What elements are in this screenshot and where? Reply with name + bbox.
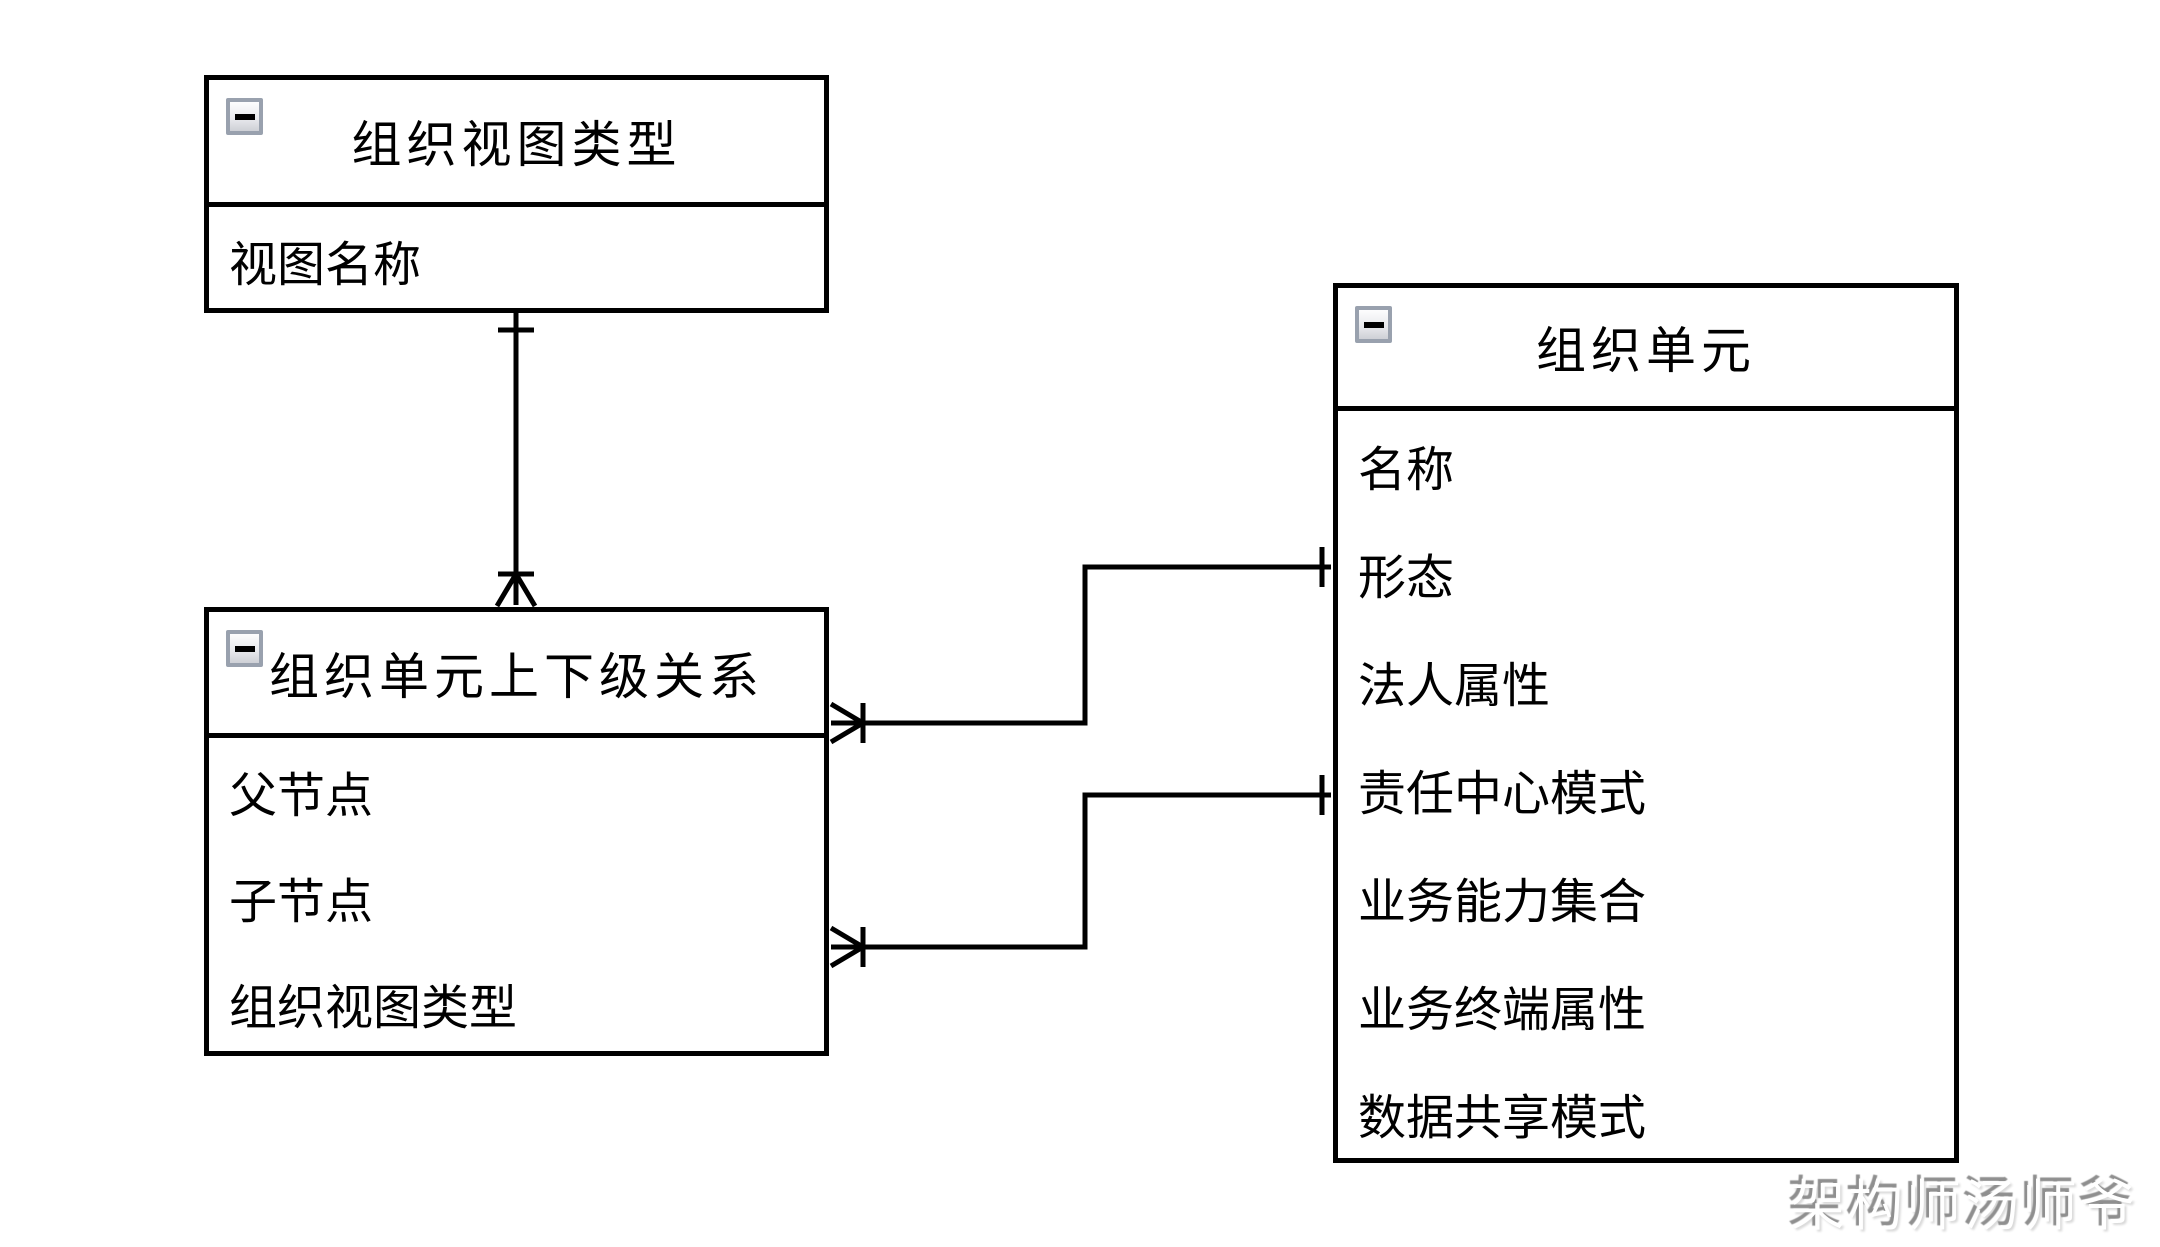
entity-org-unit[interactable]: 组织单元 名称 形态 法人属性 责任中心模式 业务能力集合 业务终端属性 数据共… [1333, 283, 1959, 1163]
entity-title: 组织视图类型 [351, 117, 682, 173]
collapse-button[interactable] [226, 630, 263, 667]
entity-attribute: 视图名称 [229, 239, 422, 292]
connector-orgunit-hierarchy-child [829, 775, 1331, 969]
entity-header: 组织视图类型 [209, 80, 824, 207]
connector-orgunit-hierarchy-parent [829, 547, 1331, 745]
entity-header: 组织单元上下级关系 [209, 612, 824, 738]
entity-org-unit-hierarchy[interactable]: 组织单元上下级关系 父节点 子节点 组织视图类型 [204, 607, 829, 1056]
entity-title: 组织单元上下级关系 [269, 648, 764, 705]
connector-viewtype-hierarchy [494, 313, 538, 608]
entity-attribute: 法人属性 [1358, 660, 1551, 713]
watermark: 架构师汤师爷 [1789, 1175, 2138, 1237]
entity-attribute: 组织视图类型 [229, 982, 518, 1035]
entity-attribute-list: 视图名称 [209, 207, 824, 313]
entity-attribute: 数据共享模式 [1358, 1092, 1647, 1145]
entity-org-view-type[interactable]: 组织视图类型 视图名称 [204, 75, 829, 313]
entity-attribute: 业务能力集合 [1358, 876, 1647, 929]
entity-attribute: 名称 [1358, 444, 1455, 497]
entity-header: 组织单元 [1338, 288, 1954, 411]
minus-icon [234, 113, 255, 120]
entity-attribute: 子节点 [229, 876, 374, 929]
collapse-button[interactable] [1355, 306, 1392, 343]
entity-attribute: 责任中心模式 [1358, 768, 1647, 821]
minus-icon [1363, 321, 1384, 328]
entity-title: 组织单元 [1536, 323, 1756, 379]
entity-attribute-list: 名称 形态 法人属性 责任中心模式 业务能力集合 业务终端属性 数据共享模式 [1338, 411, 1954, 1167]
entity-attribute: 形态 [1358, 552, 1455, 605]
entity-attribute-list: 父节点 子节点 组织视图类型 [209, 738, 824, 1056]
entity-attribute: 父节点 [229, 770, 374, 823]
minus-icon [234, 645, 255, 652]
collapse-button[interactable] [226, 98, 263, 135]
entity-attribute: 业务终端属性 [1358, 984, 1647, 1037]
